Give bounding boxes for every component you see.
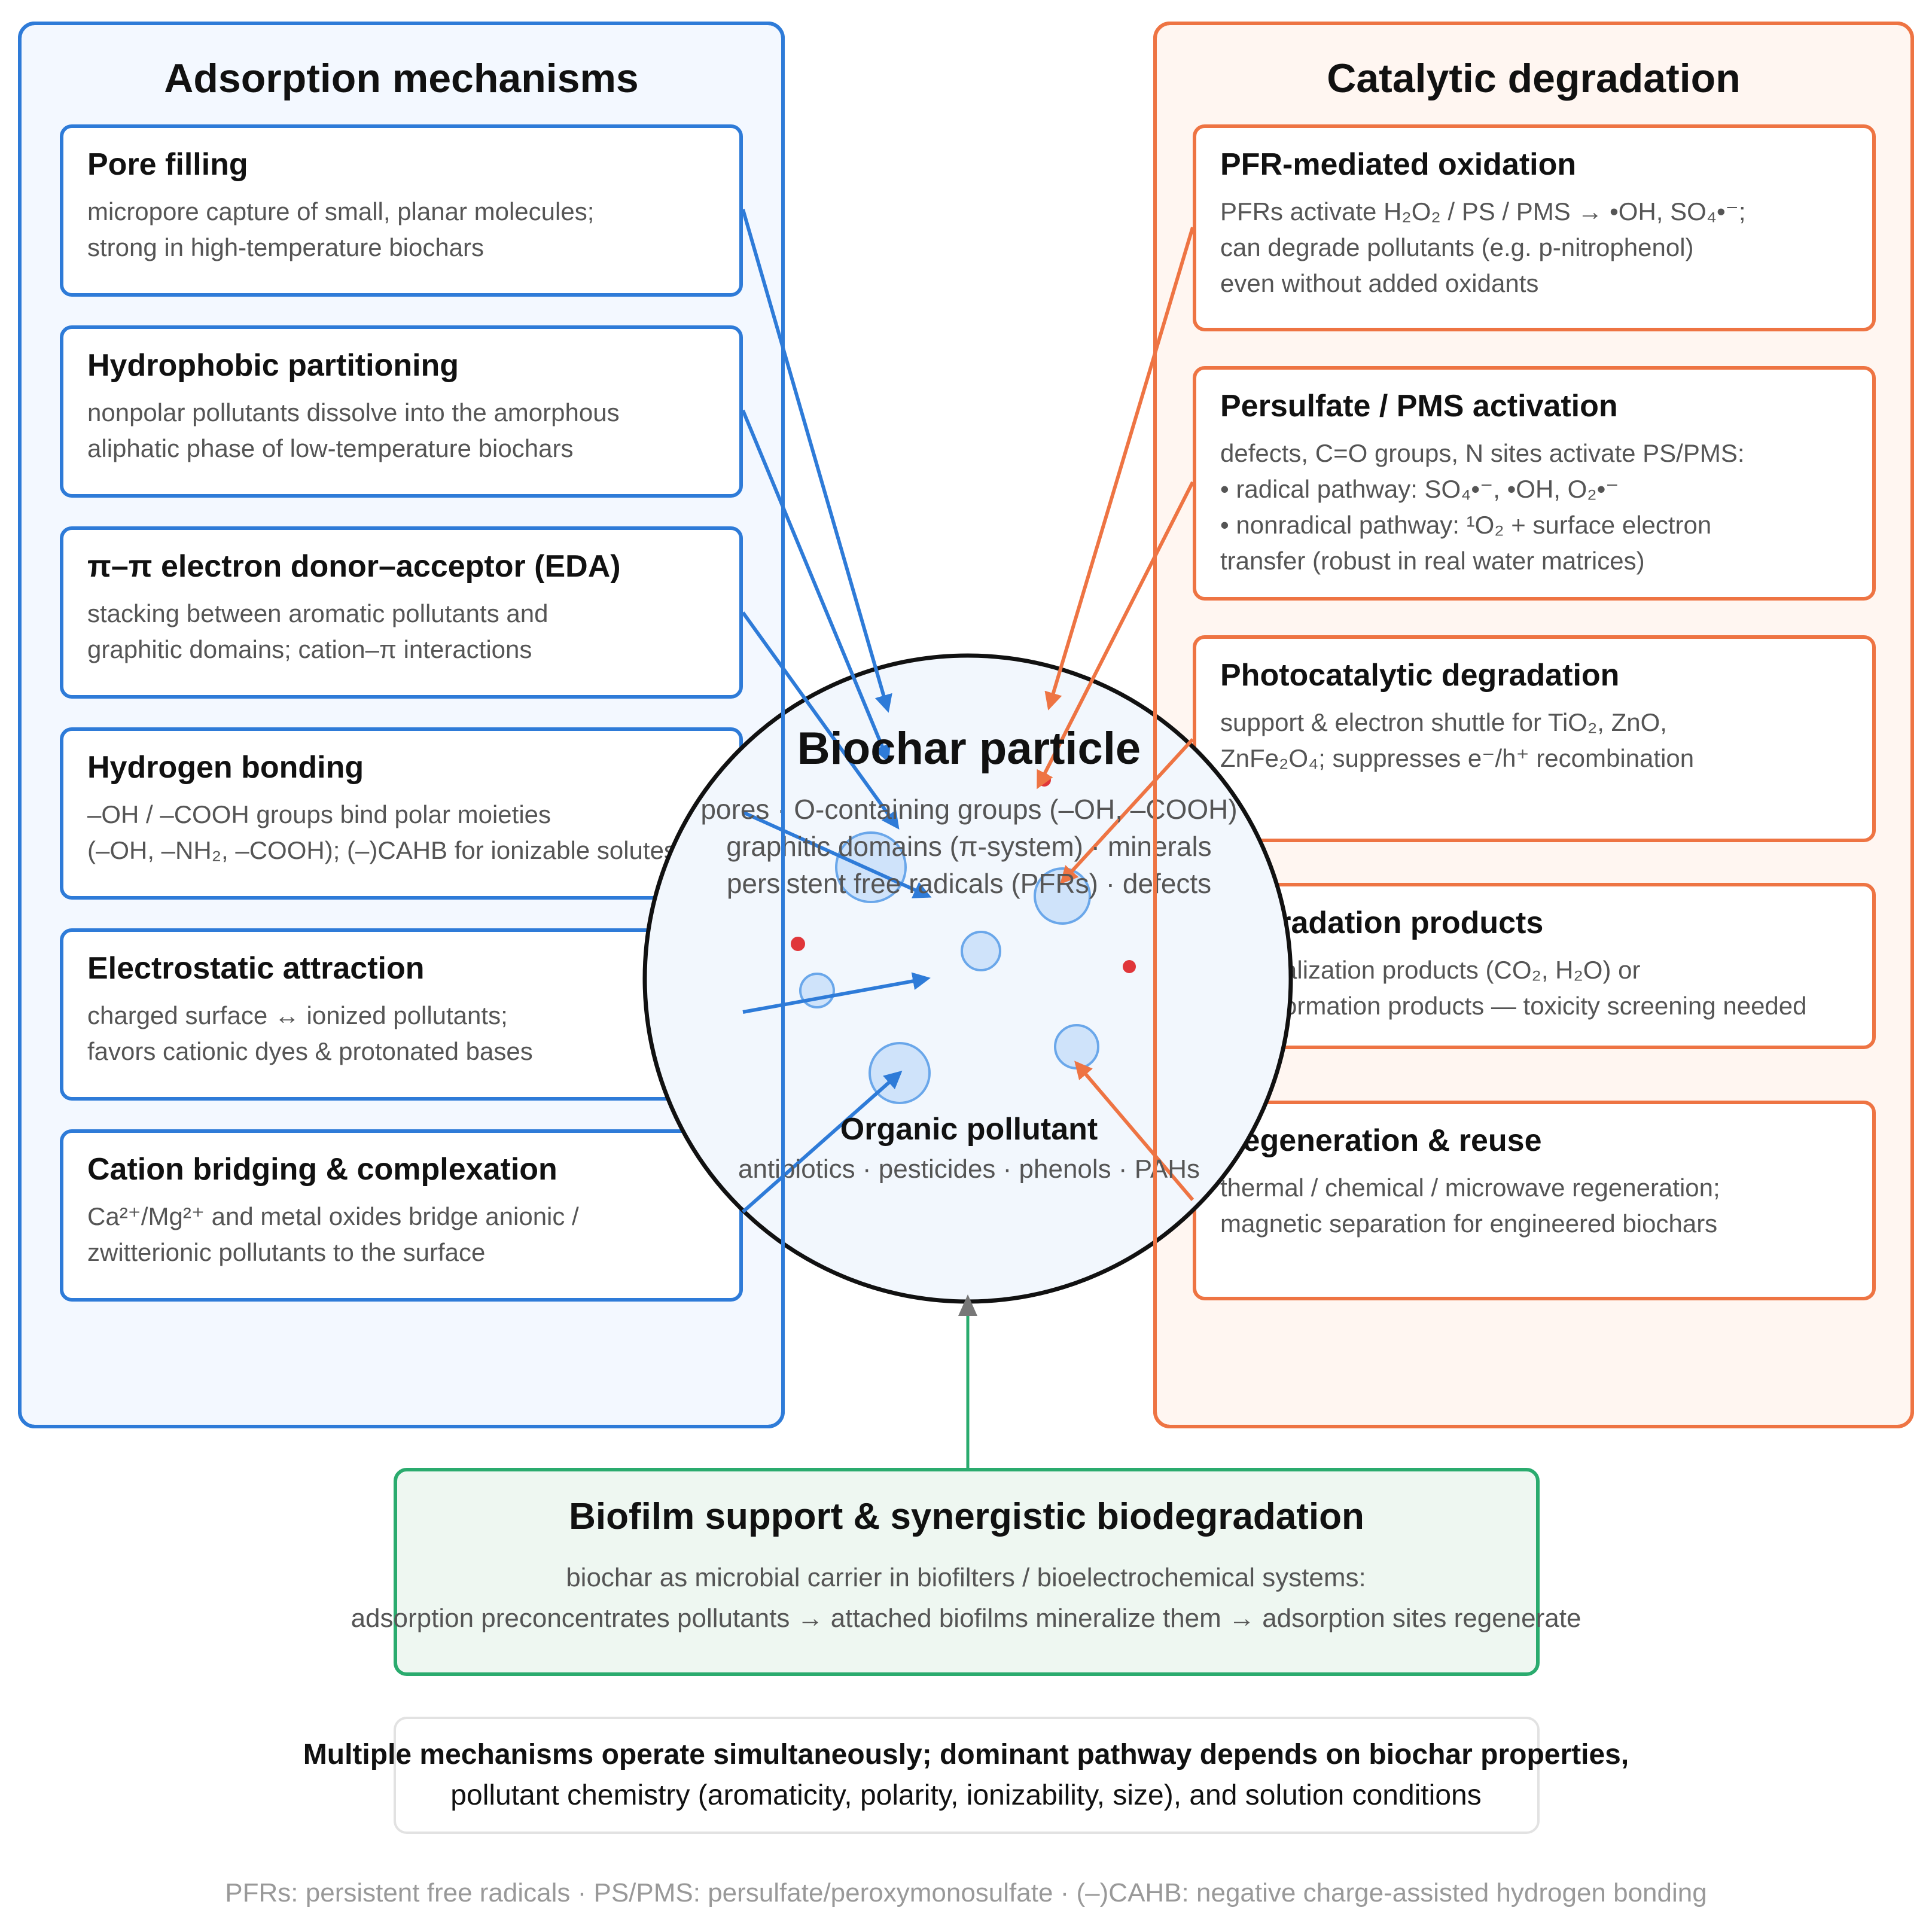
process-box-persulfate-activation: Persulfate / PMS activation defects, C=O… bbox=[1193, 366, 1876, 601]
radical-dot bbox=[1123, 960, 1136, 973]
mechanism-box-hydrogen-bonding: Hydrogen bonding –OH / –COOH groups bind… bbox=[60, 727, 743, 900]
process-title: PFR-mediated oxidation bbox=[1220, 147, 1577, 182]
process-box-pfr-oxidation: PFR-mediated oxidation PFRs activate H₂O… bbox=[1193, 124, 1876, 331]
biofilm-description: biochar as microbial carrier in biofilte… bbox=[351, 1563, 1581, 1633]
mechanism-desc: nonpolar pollutants dissolve into the am… bbox=[87, 398, 620, 462]
arrow-biofilm-head bbox=[958, 1294, 977, 1316]
pore bbox=[961, 931, 1001, 971]
process-desc: PFRs activate H₂O₂ / PS / PMS → •OH, SO₄… bbox=[1220, 197, 1746, 297]
arrow-cation-bridging bbox=[742, 1071, 903, 1214]
process-box-degradation-products: Degradation products mineralization prod… bbox=[1193, 883, 1876, 1049]
arrow-pfr-oxidation bbox=[1044, 227, 1194, 711]
arrow-hydrophobic bbox=[741, 409, 891, 763]
arrow-hydrogen-bonding bbox=[742, 810, 932, 898]
particle-line: graphitic domains (π-system) · minerals bbox=[726, 831, 1212, 862]
mechanism-title: Cation bridging & complexation bbox=[87, 1152, 557, 1187]
biofilm-title: Biofilm support & synergistic biodegrada… bbox=[569, 1496, 1364, 1537]
mechanism-title: Hydrophobic partitioning bbox=[87, 348, 459, 383]
mechanism-box-pi-pi-eda: π–π electron donor–acceptor (EDA) stacki… bbox=[60, 526, 743, 699]
arrow-pore-filling bbox=[741, 209, 892, 713]
catalysis-title: Catalytic degradation bbox=[1327, 56, 1741, 101]
process-title: Photocatalytic degradation bbox=[1220, 658, 1620, 693]
mechanism-desc: stacking between aromatic pollutants and… bbox=[87, 599, 548, 663]
mechanism-box-hydrophobic-partitioning: Hydrophobic partitioning nonpolar pollut… bbox=[60, 325, 743, 498]
process-box-photocatalytic: Photocatalytic degradation support & ele… bbox=[1193, 635, 1876, 842]
mechanism-box-pore-filling: Pore filling micropore capture of small,… bbox=[60, 124, 743, 297]
note-bold-line: Multiple mechanisms operate simultaneous… bbox=[303, 1739, 1629, 1771]
process-desc: defects, C=O groups, N sites activate PS… bbox=[1220, 438, 1745, 575]
process-title: Persulfate / PMS activation bbox=[1220, 389, 1618, 423]
mechanism-desc: Ca²⁺/Mg²⁺ and metal oxides bridge anioni… bbox=[87, 1202, 579, 1266]
note-box bbox=[394, 1717, 1540, 1834]
mechanism-title: Pore filling bbox=[87, 147, 248, 182]
note-text: Multiple mechanisms operate simultaneous… bbox=[179, 1735, 1753, 1816]
arrow-persulfate bbox=[1037, 481, 1194, 790]
particle-line: persistent free radicals (PFRs) · defect… bbox=[726, 868, 1212, 899]
mechanism-title: Hydrogen bonding bbox=[87, 750, 364, 785]
footer-abbreviations: PFRs: persistent free radicals · PS/PMS:… bbox=[225, 1878, 1707, 1907]
radical-dot bbox=[791, 937, 805, 951]
mechanism-box-electrostatic-attraction: Electrostatic attraction charged surface… bbox=[60, 928, 743, 1101]
process-desc: support & electron shuttle for TiO₂, ZnO… bbox=[1220, 708, 1695, 772]
particle-line: pores · O-containing groups (–OH, –COOH) bbox=[700, 794, 1238, 825]
process-title: Regeneration & reuse bbox=[1220, 1123, 1542, 1158]
mechanism-desc: charged surface ↔ ionized pollutants; fa… bbox=[87, 1001, 533, 1065]
pollutant-title: Organic pollutant bbox=[840, 1112, 1098, 1147]
particle-title: Biochar particle bbox=[797, 723, 1141, 774]
mechanism-title: π–π electron donor–acceptor (EDA) bbox=[87, 549, 621, 584]
arrow-photocatalytic bbox=[1059, 738, 1194, 885]
mechanism-desc: micropore capture of small, planar molec… bbox=[87, 197, 595, 261]
mechanism-box-cation-bridging: Cation bridging & complexation Ca²⁺/Mg²⁺… bbox=[60, 1129, 743, 1302]
mechanism-desc: –OH / –COOH groups bind polar moieties (… bbox=[87, 800, 676, 864]
adsorption-title: Adsorption mechanisms bbox=[164, 56, 639, 101]
arrow-electrostatic bbox=[742, 972, 931, 1014]
process-box-regeneration: Regeneration & reuse thermal / chemical … bbox=[1193, 1101, 1876, 1300]
process-desc: thermal / chemical / microwave regenerat… bbox=[1220, 1173, 1720, 1238]
pore bbox=[835, 831, 907, 903]
pollutant-subtitle: antibiotics · pesticides · phenols · PAH… bbox=[738, 1154, 1200, 1184]
note-normal-line: pollutant chemistry (aromaticity, polari… bbox=[450, 1779, 1482, 1811]
arrow-regeneration bbox=[1074, 1061, 1194, 1201]
arrow-pi-pi bbox=[741, 611, 900, 830]
mechanism-title: Electrostatic attraction bbox=[87, 951, 425, 986]
pore bbox=[1054, 1024, 1099, 1069]
biofilm-panel: Biofilm support & synergistic biodegrada… bbox=[394, 1468, 1540, 1676]
